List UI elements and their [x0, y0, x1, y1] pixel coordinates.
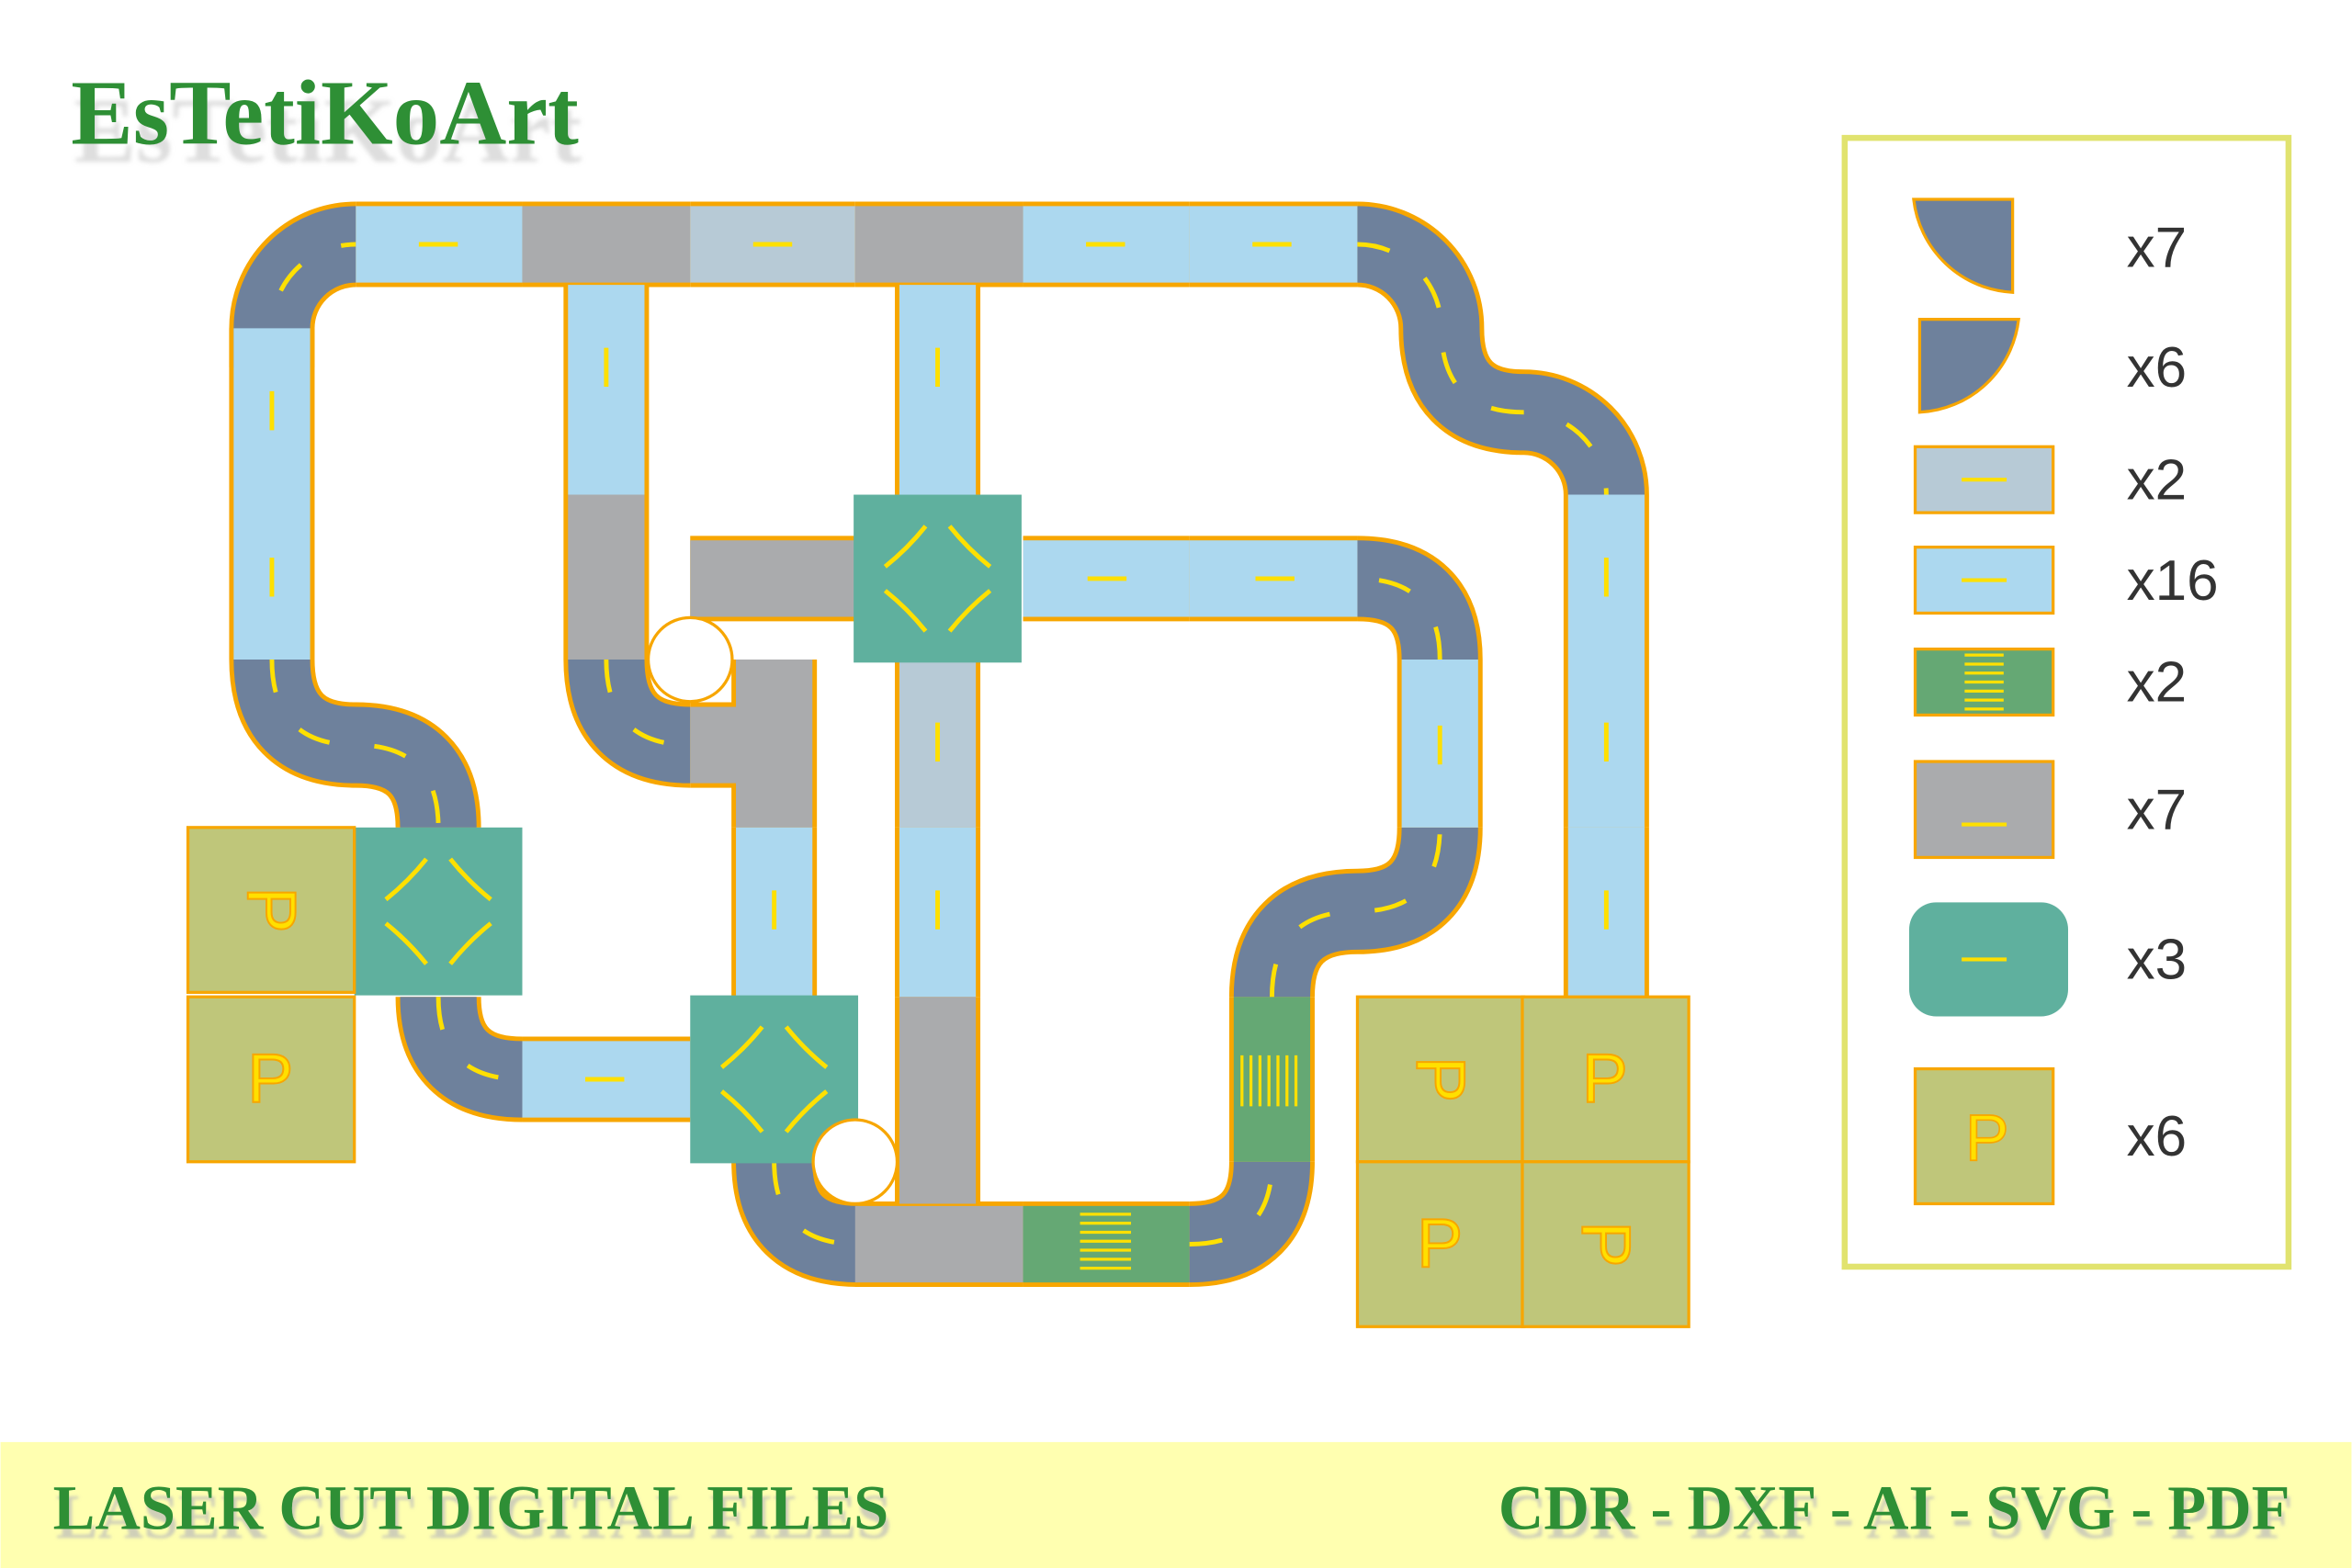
legend-count: x6 [2127, 1105, 2187, 1168]
parking-label: P [1582, 1039, 1628, 1116]
legend-item-straight-light: x16 [1913, 546, 2219, 615]
lane-mark [947, 525, 992, 569]
lane-mark [448, 857, 492, 902]
legend-count: x6 [2127, 336, 2187, 400]
legend-item-curve-right: x7 [1912, 197, 2187, 294]
parking-label: P [1965, 1101, 2009, 1175]
crossroad-tile [854, 494, 1022, 663]
parking-piece-icon [1913, 1066, 2055, 1206]
legend-count: x3 [2127, 929, 2187, 992]
hole [811, 1118, 899, 1206]
parking-tiles: P P P P P P [186, 826, 1690, 1328]
parking-label: P [1417, 1204, 1463, 1281]
t-junction-piece-icon [1913, 760, 2055, 860]
legend-count: x2 [2127, 651, 2187, 715]
footer-left-text: LASER CUT DIGITAL FILES [53, 1473, 889, 1543]
lane-mark [772, 1161, 859, 1247]
legend-count: x16 [2127, 549, 2219, 613]
parking-tile: P [1355, 995, 1526, 1164]
parking-tile: P [186, 995, 356, 1164]
hole [646, 615, 734, 704]
road-tile [1355, 206, 1645, 497]
lane-mark [947, 589, 992, 633]
lane-mark [1357, 242, 1609, 495]
parking-tile: P [1355, 1160, 1526, 1328]
road-tile [1233, 826, 1478, 998]
lane-mark [883, 525, 928, 569]
lane-mark [719, 1089, 764, 1134]
legend-count: x2 [2127, 448, 2187, 512]
lane-mark [448, 921, 492, 965]
lane-mark [435, 997, 523, 1082]
parking-label: P [1567, 1221, 1645, 1267]
legend-item-t-junction: x7 [1913, 760, 2187, 860]
parking-label: P [247, 1039, 293, 1116]
legend-box [1841, 134, 2292, 1270]
parking-label: P [1403, 1056, 1480, 1102]
curve-piece-icon [1917, 317, 2020, 414]
legend-count: x7 [2127, 778, 2187, 841]
road-tile [233, 658, 477, 829]
lane-mark [883, 589, 928, 633]
lane-mark [604, 660, 691, 748]
lane-mark [1357, 576, 1442, 660]
crossroad-tile [354, 827, 523, 996]
lane-mark [784, 1025, 829, 1069]
lane-mark [384, 921, 428, 965]
track-layout [229, 201, 1649, 1288]
lane-mark [784, 1089, 829, 1134]
parking-tile: P [1521, 995, 1690, 1164]
brand-title: EsTetiKoArt [71, 62, 579, 164]
lane-mark [269, 242, 356, 367]
curve-piece-icon [1912, 197, 2015, 294]
footer-right-text: CDR - DXF - AI - SVG - PDF [1498, 1473, 2290, 1543]
lane-mark [384, 857, 428, 902]
legend-count: x7 [2127, 216, 2187, 279]
legend-item-crossroad: x3 [1909, 902, 2187, 1017]
parking-tile: P [1521, 1160, 1690, 1328]
parking-tile: P [186, 826, 356, 994]
legend-item-crosswalk: x2 [1913, 647, 2187, 717]
legend-item-straight-pale: x2 [1913, 445, 2187, 514]
parking-label: P [233, 887, 311, 933]
lane-mark [1189, 1161, 1274, 1247]
lane-mark [719, 1025, 764, 1069]
legend-item-curve-left: x6 [1917, 317, 2187, 414]
footer-band [0, 1441, 2352, 1568]
